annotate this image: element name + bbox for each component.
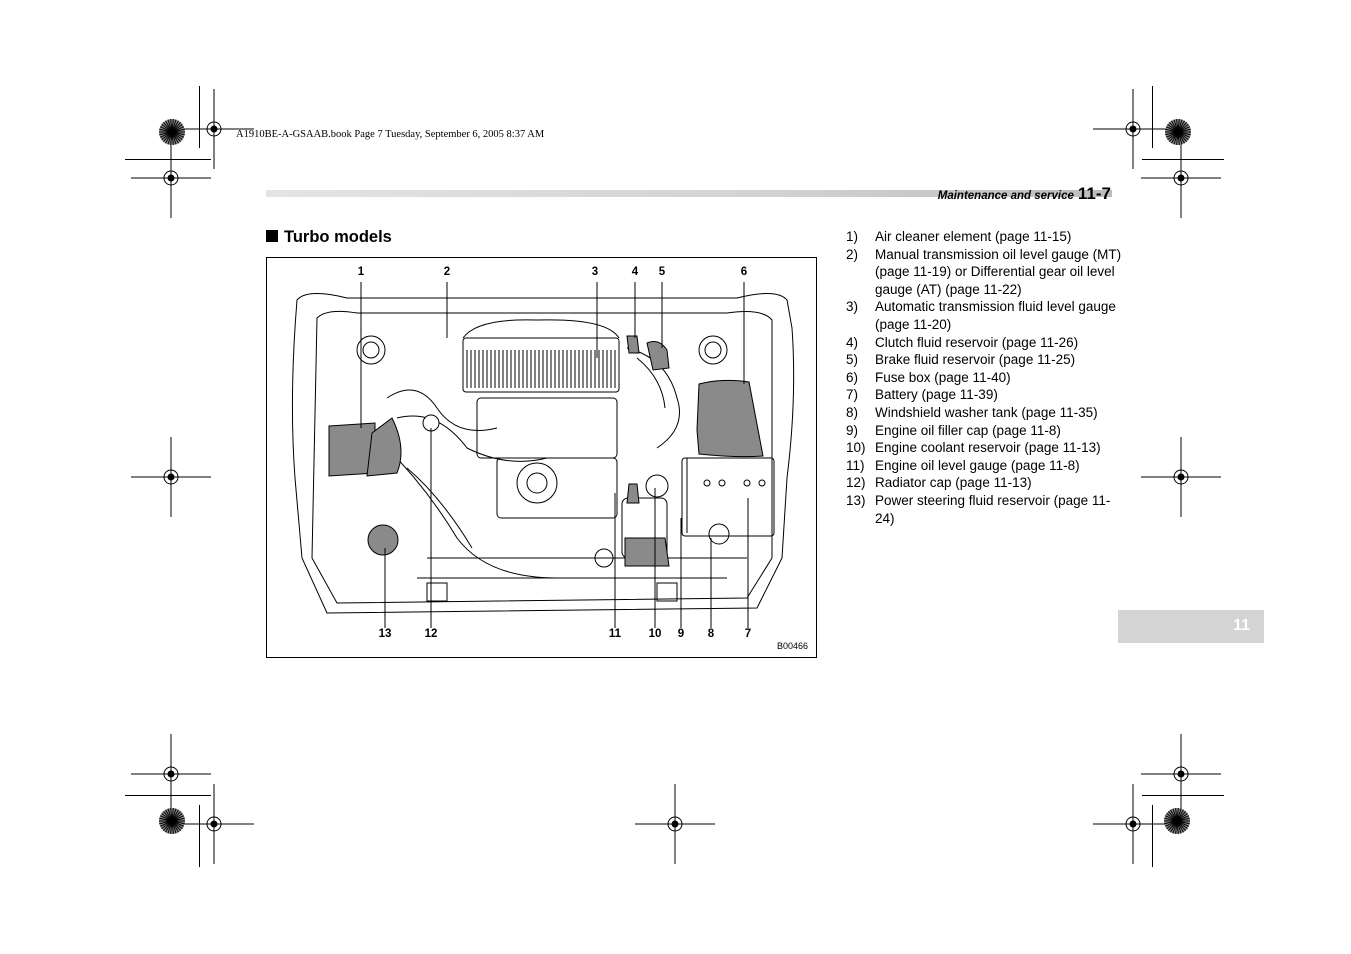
list-item: 4) Clutch fluid reservoir (page 11-26) xyxy=(846,334,1126,352)
list-item-number: 11) xyxy=(846,457,865,473)
crop-line xyxy=(199,86,200,148)
color-wheel-icon xyxy=(1163,807,1191,840)
list-item: 9) Engine oil filler cap (page 11-8) xyxy=(846,422,1126,440)
list-item-text: Air cleaner element (page 11-15) xyxy=(875,229,1072,244)
list-item-number: 6) xyxy=(846,369,859,385)
crop-line xyxy=(199,805,200,867)
chapter-tab-number: 11 xyxy=(1233,617,1250,634)
crosshair-icon xyxy=(174,89,254,174)
section-name: Maintenance and service xyxy=(937,190,1074,202)
list-item-number: 9) xyxy=(846,422,859,438)
engine-illustration xyxy=(291,282,795,628)
figure-code: B00466 xyxy=(776,641,808,651)
list-item-text: Manual transmission oil level gauge (MT)… xyxy=(875,246,1122,297)
crosshair-icon xyxy=(1141,138,1221,223)
figure-callout: 9 xyxy=(677,628,685,640)
crop-line xyxy=(125,159,211,160)
chapter-tab: 11 xyxy=(1118,610,1264,643)
list-item: 1) Air cleaner element (page 11-15) xyxy=(846,228,1126,246)
list-item-text: Power steering fluid reservoir (page 11-… xyxy=(875,492,1111,526)
list-item-text: Engine oil level gauge (page 11-8) xyxy=(875,457,1080,473)
figure-callout: 5 xyxy=(658,266,666,278)
list-item-number: 7) xyxy=(846,387,859,403)
color-wheel-icon xyxy=(1164,118,1192,151)
section-title-text: Turbo models xyxy=(284,228,392,246)
figure-callout: 7 xyxy=(744,628,752,640)
list-item-text: Clutch fluid reservoir (page 11-26) xyxy=(875,334,1079,350)
figure-callout: 11 xyxy=(608,628,622,640)
crop-line xyxy=(1142,795,1224,796)
crosshair-icon xyxy=(131,734,211,819)
list-item-number: 5) xyxy=(846,352,859,368)
crosshair-icon xyxy=(131,138,211,223)
figure-callout: 12 xyxy=(424,628,438,640)
list-item-text: Brake fluid reservoir (page 11-25) xyxy=(875,352,1076,368)
list-item: 12) Radiator cap (page 11-13) xyxy=(846,474,1126,492)
figure-callout: 1 xyxy=(357,266,365,278)
component-list: 1) Air cleaner element (page 11-15) 2) Manu… xyxy=(846,228,1126,527)
header-bar xyxy=(266,190,1112,197)
list-item: 8) Windshield washer tank (page 11-35) xyxy=(846,404,1126,422)
crosshair-icon xyxy=(635,784,715,869)
list-item-number: 2) xyxy=(846,246,859,262)
list-item-number: 8) xyxy=(846,404,859,420)
figure-callout: 2 xyxy=(443,266,451,278)
list-item: 5) Brake fluid reservoir (page 11-25) xyxy=(846,351,1126,369)
list-item: 7) Battery (page 11-39) xyxy=(846,386,1126,404)
list-item-number: 4) xyxy=(846,334,859,350)
crop-line xyxy=(1152,805,1153,867)
list-item: 10) Engine coolant reservoir (page 11-13) xyxy=(846,439,1126,457)
list-item-text: Engine oil filler cap (page 11-8) xyxy=(875,422,1061,438)
crosshair-icon xyxy=(1093,784,1173,869)
figure-callout: 8 xyxy=(707,628,715,640)
crosshair-icon xyxy=(1141,437,1221,522)
list-item: 2) Manual transmission oil level gauge (M… xyxy=(846,246,1126,299)
list-item-text: Windshield washer tank (page 11-35) xyxy=(875,404,1098,420)
list-item-number: 13) xyxy=(846,492,866,508)
crosshair-icon xyxy=(131,437,211,522)
figure-callout: 6 xyxy=(740,266,748,278)
page-number: 11-7 xyxy=(1077,184,1111,203)
list-item-text: Fuse box (page 11-40) xyxy=(875,369,1011,385)
crop-line xyxy=(1152,86,1153,148)
book-info-line: A1910BE-A-GSAAB.book Page 7 Tuesday, Sep… xyxy=(236,129,545,140)
list-item-number: 12) xyxy=(846,475,866,491)
crop-line xyxy=(1142,159,1224,160)
crosshair-icon xyxy=(1093,89,1173,174)
color-wheel-icon xyxy=(158,118,186,151)
figure-callout: 3 xyxy=(591,266,599,278)
list-item: 3) Automatic transmission fluid level gau… xyxy=(846,298,1126,333)
list-item-number: 3) xyxy=(846,299,859,315)
figure-callout: 4 xyxy=(631,266,639,278)
list-item-text: Battery (page 11-39) xyxy=(875,387,998,403)
list-item: 11) Engine oil level gauge (page 11-8) xyxy=(846,457,1126,475)
section-title: Turbo models xyxy=(266,228,392,247)
figure-callout: 13 xyxy=(378,628,392,640)
list-item-text: Engine coolant reservoir (page 11-13) xyxy=(875,440,1101,456)
list-item-number: 10) xyxy=(846,440,866,456)
crosshair-icon xyxy=(1141,734,1221,819)
color-wheel-icon xyxy=(158,807,186,840)
crosshair-icon xyxy=(174,784,254,869)
figure-callout: 10 xyxy=(648,628,662,640)
list-item-number: 1) xyxy=(846,229,859,244)
list-item-text: Radiator cap (page 11-13) xyxy=(875,475,1032,491)
crop-line xyxy=(125,795,211,796)
list-item: 13) Power steering fluid reservoir (page … xyxy=(846,492,1126,527)
list-item-text: Automatic transmission fluid level gauge… xyxy=(875,299,1116,332)
list-item: 6) Fuse box (page 11-40) xyxy=(846,369,1126,387)
square-bullet-icon xyxy=(266,230,278,242)
